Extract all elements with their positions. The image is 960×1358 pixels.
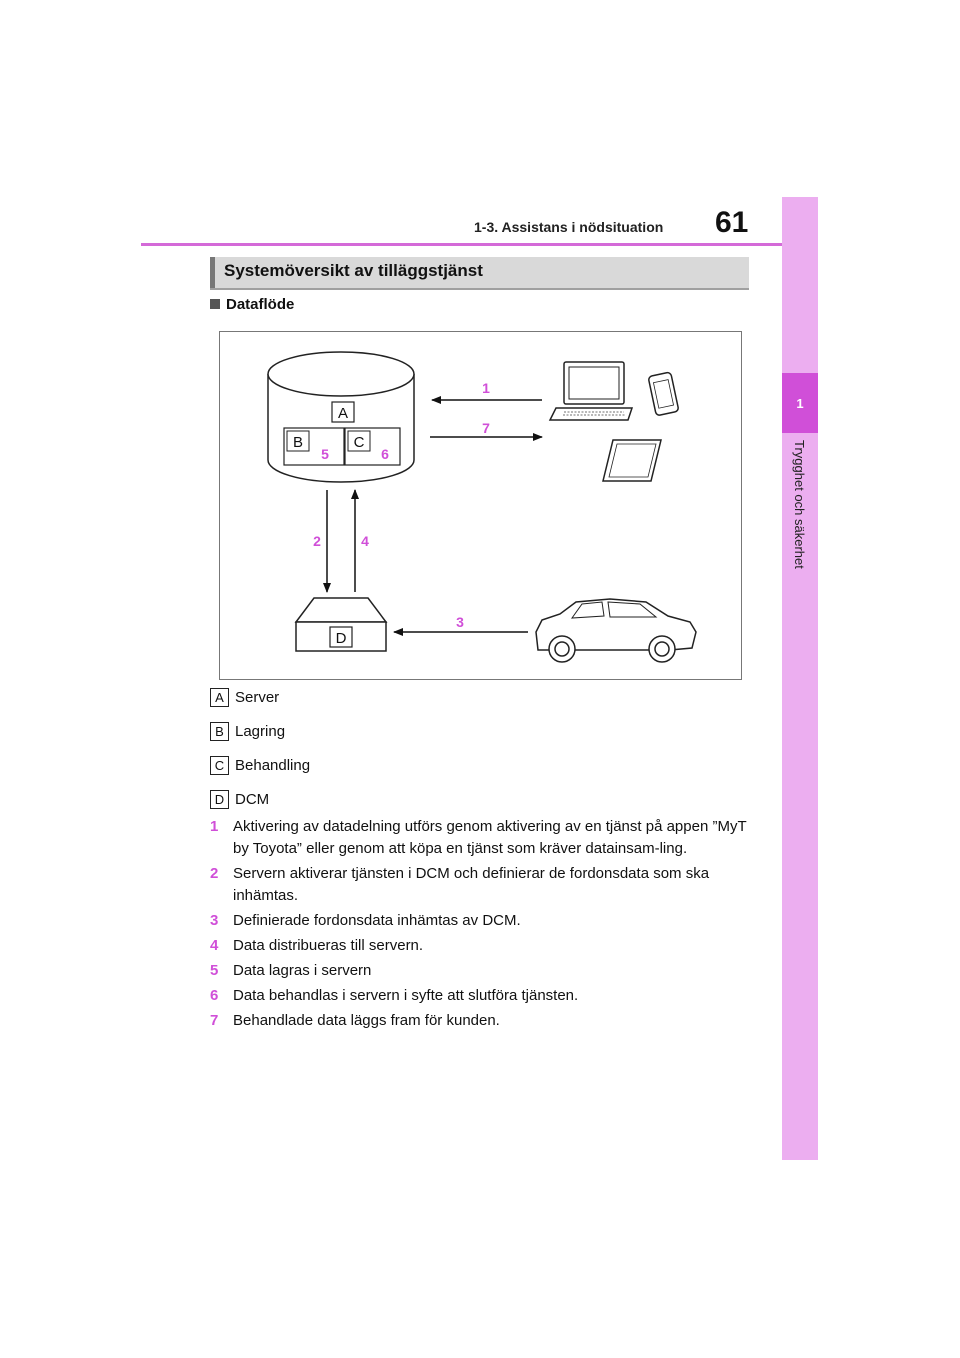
legend-key: C	[210, 756, 229, 775]
step-number: 1	[210, 818, 219, 835]
legend-key: B	[210, 722, 229, 741]
section-title-bar: Systemöversikt av tilläggstjänst	[210, 257, 749, 290]
header-divider	[141, 243, 782, 246]
legend-key: D	[210, 790, 229, 809]
arrow-label-7: 7	[482, 420, 490, 436]
legend-text: Lagring	[235, 723, 286, 740]
legend-text: Behandling	[235, 757, 311, 774]
server-label-box	[331, 401, 355, 423]
step-text: Behandlade data läggs fram för kunden.	[233, 1012, 500, 1029]
data-flow-diagram: A B 5 C 6 1 7	[219, 331, 742, 680]
phone-icon	[648, 371, 679, 416]
subheading-text: Dataflöde	[226, 296, 295, 313]
step-number: 2	[210, 865, 219, 882]
legend-text: Server	[235, 689, 280, 706]
chapter-side-tab	[782, 197, 818, 1160]
step-number: 6	[210, 987, 219, 1004]
step-list: 1 Aktivering av datadelning utförs genom …	[210, 816, 750, 1035]
dcm-label-box	[329, 626, 353, 648]
step-number: 5	[210, 962, 219, 979]
subheading: Dataflöde	[210, 296, 294, 313]
step-text: Data distribueras till servern.	[233, 937, 424, 954]
arrow-label-6: 6	[381, 446, 389, 462]
step-item: 3 Definierade fordonsdata inhämtas av DCM…	[210, 910, 750, 932]
step-number: 7	[210, 1012, 219, 1029]
legend-key: A	[210, 688, 229, 707]
step-item: 2 Servern aktiverar tjänsten i DCM och de…	[210, 863, 750, 907]
step-text: Servern aktiverar tjänsten i DCM och def…	[233, 865, 710, 904]
step-item: 4 Data distribueras till servern.	[210, 935, 750, 957]
title-bar-accent	[210, 257, 215, 288]
legend-item-processing: C Behandling	[210, 756, 310, 775]
tablet-icon	[602, 439, 662, 482]
chapter-number-box: 1	[782, 373, 818, 433]
step-item: 7 Behandlade data läggs fram för kunden.	[210, 1010, 750, 1032]
step-text: Aktivering av datadelning utförs genom a…	[233, 818, 747, 857]
arrow-label-2: 2	[313, 533, 321, 549]
arrow-label-5: 5	[321, 446, 329, 462]
step-text: Data behandlas i servern i syfte att slu…	[233, 987, 579, 1004]
step-item: 6 Data behandlas i servern i syfte att sl…	[210, 985, 750, 1007]
processing-label: C	[354, 434, 365, 451]
section-heading: 1-3. Assistans i nödsituation	[474, 219, 664, 235]
legend-item-dcm: D DCM	[210, 790, 269, 809]
storage-label: B	[293, 434, 303, 451]
data-flow-svg: A B 5 C 6 1 7	[267, 351, 697, 663]
step-item: 5 Data lagras i servern	[210, 960, 750, 982]
bullet-square-icon	[210, 299, 220, 309]
storage-label-box	[286, 430, 310, 452]
dcm-label: D	[336, 630, 347, 647]
page-number: 61	[715, 206, 749, 239]
step-text: Data lagras i servern	[233, 962, 372, 979]
laptop-icon	[548, 361, 634, 421]
chapter-title-text: Trygghet och säkerhet	[792, 440, 807, 569]
legend-item-storage: B Lagring	[210, 722, 285, 741]
arrow-label-3: 3	[456, 614, 464, 630]
step-number: 3	[210, 912, 219, 929]
processing-label-box	[347, 430, 371, 452]
step-item: 1 Aktivering av datadelning utförs genom …	[210, 816, 750, 860]
arrow-label-1: 1	[482, 380, 490, 396]
legend-item-server: A Server	[210, 688, 279, 707]
legend-text: DCM	[235, 791, 270, 808]
server-label: A	[338, 405, 348, 422]
car-icon	[535, 598, 697, 663]
section-title: Systemöversikt av tilläggstjänst	[224, 261, 483, 280]
step-number: 4	[210, 937, 219, 954]
step-text: Definierade fordonsdata inhämtas av DCM.	[233, 912, 521, 929]
arrow-label-4: 4	[361, 533, 369, 549]
